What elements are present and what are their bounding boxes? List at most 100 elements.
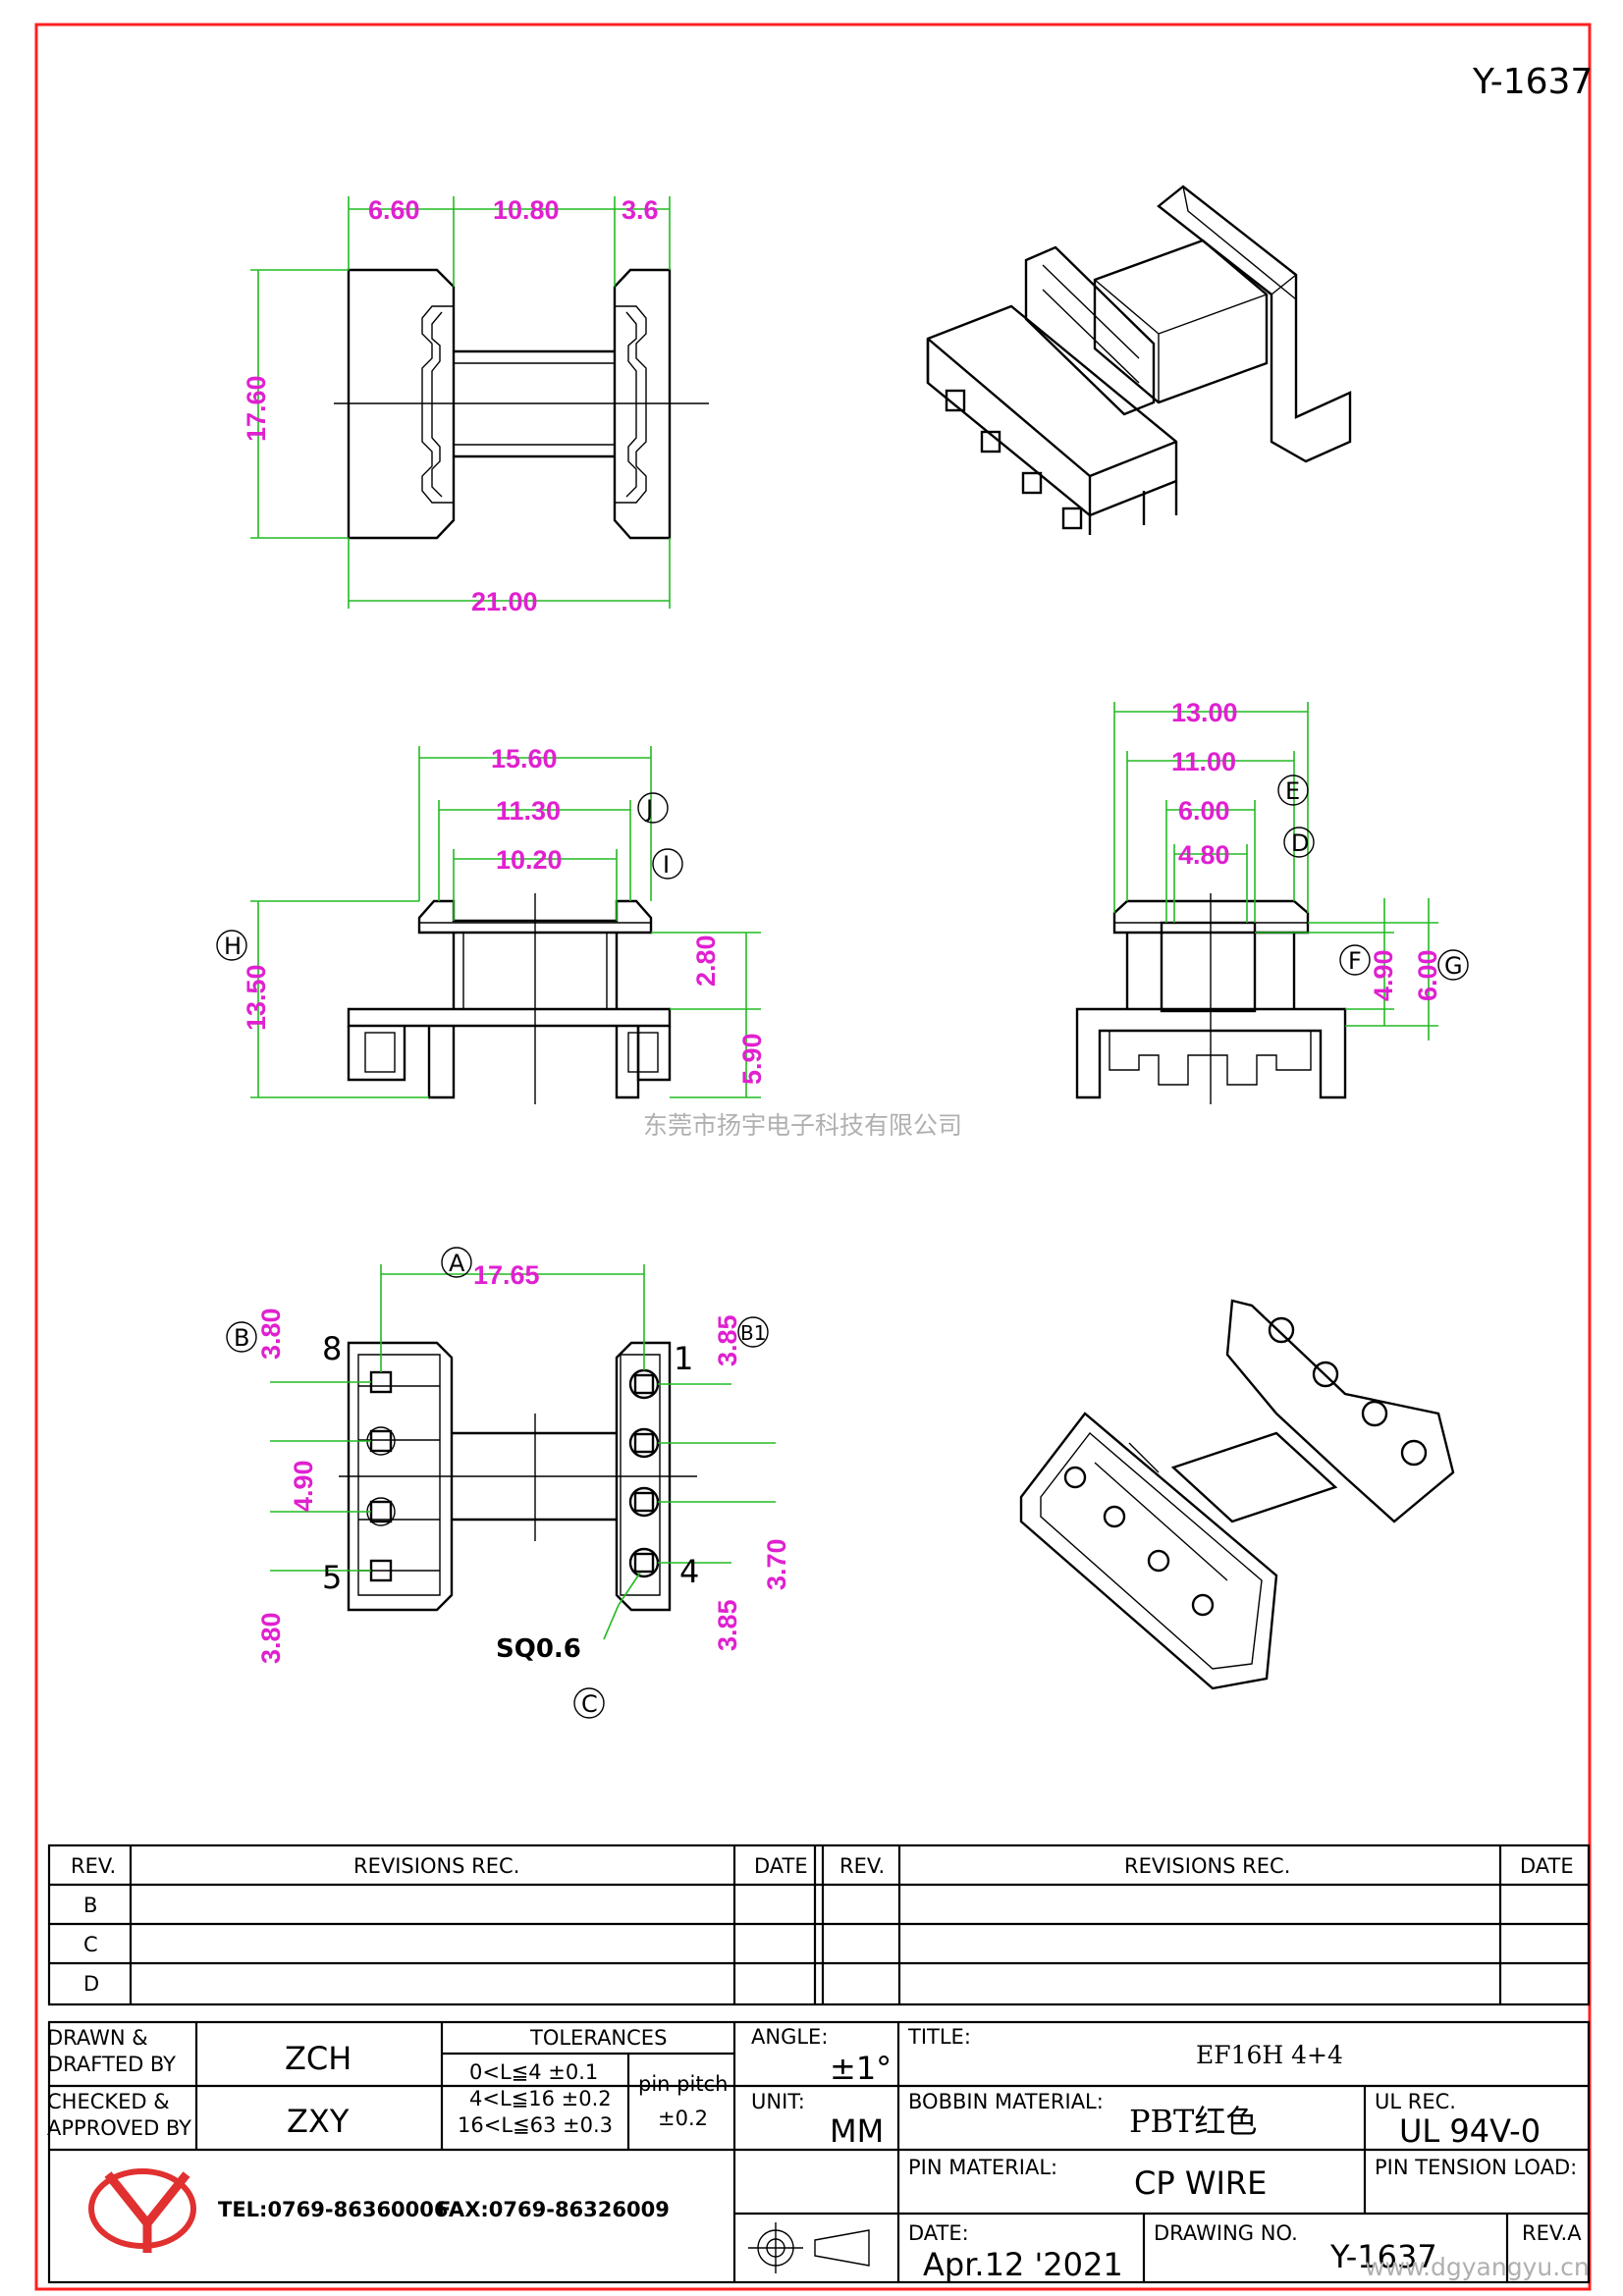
callout-j-circle bbox=[637, 792, 669, 824]
callout-d-circle bbox=[1283, 827, 1315, 858]
callout-e-label: E bbox=[1285, 777, 1300, 805]
iso1-pin-3 bbox=[1021, 471, 1043, 495]
pin-4 bbox=[633, 1552, 655, 1574]
dim-front-w2: 11.30 bbox=[496, 796, 561, 826]
title-block: DRAWN & DRAFTED BY ZCH CHECKED & APPROVE… bbox=[47, 2020, 1591, 2284]
front-slot-left bbox=[364, 1032, 396, 1073]
iso1-pins bbox=[945, 389, 1083, 530]
dim-bottom-right-mid: 3.70 bbox=[762, 1538, 791, 1590]
rec-header-left: REVISIONS REC. bbox=[353, 1854, 519, 1878]
bobbin-material-label: BOBBIN MATERIAL: bbox=[908, 2090, 1104, 2113]
iso2-pin-c bbox=[1147, 1549, 1170, 1573]
website-watermark: www.dgyangyu.cn bbox=[1365, 2253, 1590, 2281]
dim-side-w3: 6.00 bbox=[1178, 796, 1230, 826]
dim-side-w4: 4.80 bbox=[1178, 840, 1230, 870]
callout-c-circle bbox=[573, 1687, 605, 1719]
pin-pitch-value: ±0.2 bbox=[658, 2107, 708, 2130]
callout-f: F bbox=[1339, 944, 1371, 976]
dim-front-h-total: 13.50 bbox=[242, 964, 271, 1031]
rec-header-right: REVISIONS REC. bbox=[1124, 1854, 1290, 1878]
dim-front-w1: 15.60 bbox=[491, 744, 558, 774]
drawn-label-2: DRAFTED BY bbox=[47, 2053, 176, 2076]
iso2-pin-g bbox=[1361, 1400, 1388, 1427]
tolerance-row-1: 0<L≦4 ±0.1 bbox=[469, 2060, 598, 2084]
drawn-value: ZCH bbox=[285, 2040, 352, 2077]
callout-c-label: C bbox=[581, 1690, 598, 1718]
callout-h: H bbox=[216, 930, 247, 961]
tolerance-row-2: 4<L≦16 ±0.2 bbox=[469, 2087, 612, 2110]
callout-b1: B1 bbox=[737, 1316, 769, 1348]
callout-g-label: G bbox=[1444, 952, 1463, 980]
proj-cone bbox=[814, 2229, 870, 2267]
dim-bottom-left-mid: 4.90 bbox=[289, 1460, 318, 1512]
pin-square-note: SQ0.6 bbox=[496, 1634, 581, 1664]
sq-leader-2 bbox=[603, 1604, 620, 1640]
iso2-pin-d bbox=[1191, 1593, 1215, 1617]
pin-pitch-label: pin pitch bbox=[638, 2072, 728, 2096]
title-label: TITLE: bbox=[907, 2025, 971, 2049]
callout-i-label: I bbox=[663, 851, 670, 879]
drawn-label-1: DRAWN & bbox=[47, 2026, 148, 2050]
title-value: EF16H 4+4 bbox=[1196, 2041, 1343, 2069]
revision-table: REV. REVISIONS REC. DATE REV. REVISIONS … bbox=[47, 1843, 1591, 2006]
ul-rec-value: UL 94V-0 bbox=[1399, 2112, 1541, 2150]
pins-right bbox=[628, 1368, 660, 1578]
dim-top-right: 3.6 bbox=[622, 195, 659, 225]
pin-material-label: PIN MATERIAL: bbox=[908, 2156, 1057, 2179]
iso1-core bbox=[1093, 239, 1269, 404]
pin-tension-label: PIN TENSION LOAD: bbox=[1375, 2156, 1577, 2179]
callout-e: E bbox=[1277, 774, 1309, 806]
pin-label-4: 4 bbox=[679, 1553, 699, 1590]
date-header-right: DATE bbox=[1520, 1854, 1574, 1878]
callout-b-label: B bbox=[234, 1324, 249, 1352]
checked-label-2: APPROVED BY bbox=[47, 2116, 191, 2140]
callout-a-label: A bbox=[449, 1250, 465, 1277]
callout-j-label: J bbox=[644, 795, 653, 823]
callout-j: J bbox=[637, 792, 669, 824]
iso2-rear-flange bbox=[1225, 1299, 1455, 1523]
tolerance-row-3: 16<L≦63 ±0.3 bbox=[458, 2113, 613, 2137]
callout-i: I bbox=[652, 848, 683, 880]
callout-h-circle bbox=[216, 930, 247, 961]
callout-b1-circle bbox=[737, 1316, 769, 1348]
iso1-pin-4 bbox=[1061, 507, 1083, 530]
dim-top-left: 6.60 bbox=[368, 195, 420, 225]
pin-3 bbox=[633, 1491, 655, 1513]
bobbin-material-value: PBT红色 bbox=[1129, 2103, 1257, 2140]
dim-top-height: 17.60 bbox=[242, 375, 271, 442]
callout-d: D bbox=[1283, 827, 1315, 858]
projection-symbol bbox=[748, 2222, 870, 2273]
angle-label: ANGLE: bbox=[751, 2025, 828, 2049]
callout-b-circle bbox=[226, 1321, 257, 1353]
unit-value: MM bbox=[830, 2112, 884, 2150]
bottom-right-flange bbox=[615, 1341, 672, 1612]
iso2-base-inner bbox=[1040, 1431, 1263, 1670]
side-view: 13.00 11.00 6.00 4.80 4.90 6.00 E D F G bbox=[1075, 698, 1469, 1104]
side-base bbox=[1075, 1007, 1347, 1099]
sq-leader-1 bbox=[618, 1572, 641, 1606]
drawing-no-value: Y-1637 bbox=[1329, 2238, 1437, 2275]
callout-a: A bbox=[441, 1247, 472, 1278]
pin-6 bbox=[369, 1500, 393, 1523]
front-view: 15.60 11.30 10.20 13.50 2.80 5.90 H J I bbox=[216, 744, 767, 1104]
angle-value: ±1° bbox=[830, 2050, 892, 2087]
date-label: DATE: bbox=[908, 2221, 969, 2245]
pin-2 bbox=[633, 1432, 655, 1454]
company-watermark: 东莞市扬宇电子科技有限公司 bbox=[643, 1111, 962, 1140]
iso2-base-ribs bbox=[1094, 1442, 1228, 1581]
dim-front-h-upper: 2.80 bbox=[691, 934, 721, 987]
title-block-border bbox=[47, 2020, 1591, 2284]
callout-b1-label: B1 bbox=[740, 1321, 766, 1345]
callout-g-circle bbox=[1437, 949, 1469, 981]
bottom-left-flange-inner bbox=[357, 1354, 441, 1596]
pin-label-1: 1 bbox=[674, 1340, 693, 1377]
front-pins bbox=[427, 1026, 640, 1099]
rev-row-d: D bbox=[83, 1972, 99, 1996]
iso2-core bbox=[1170, 1431, 1338, 1523]
iso2-pin-f bbox=[1312, 1361, 1339, 1388]
iso1-base-legs bbox=[1088, 481, 1178, 535]
callout-a-circle bbox=[441, 1247, 472, 1278]
rev-header-left: REV. bbox=[71, 1854, 116, 1878]
callout-e-circle bbox=[1277, 774, 1309, 806]
company-logo bbox=[88, 2168, 196, 2253]
